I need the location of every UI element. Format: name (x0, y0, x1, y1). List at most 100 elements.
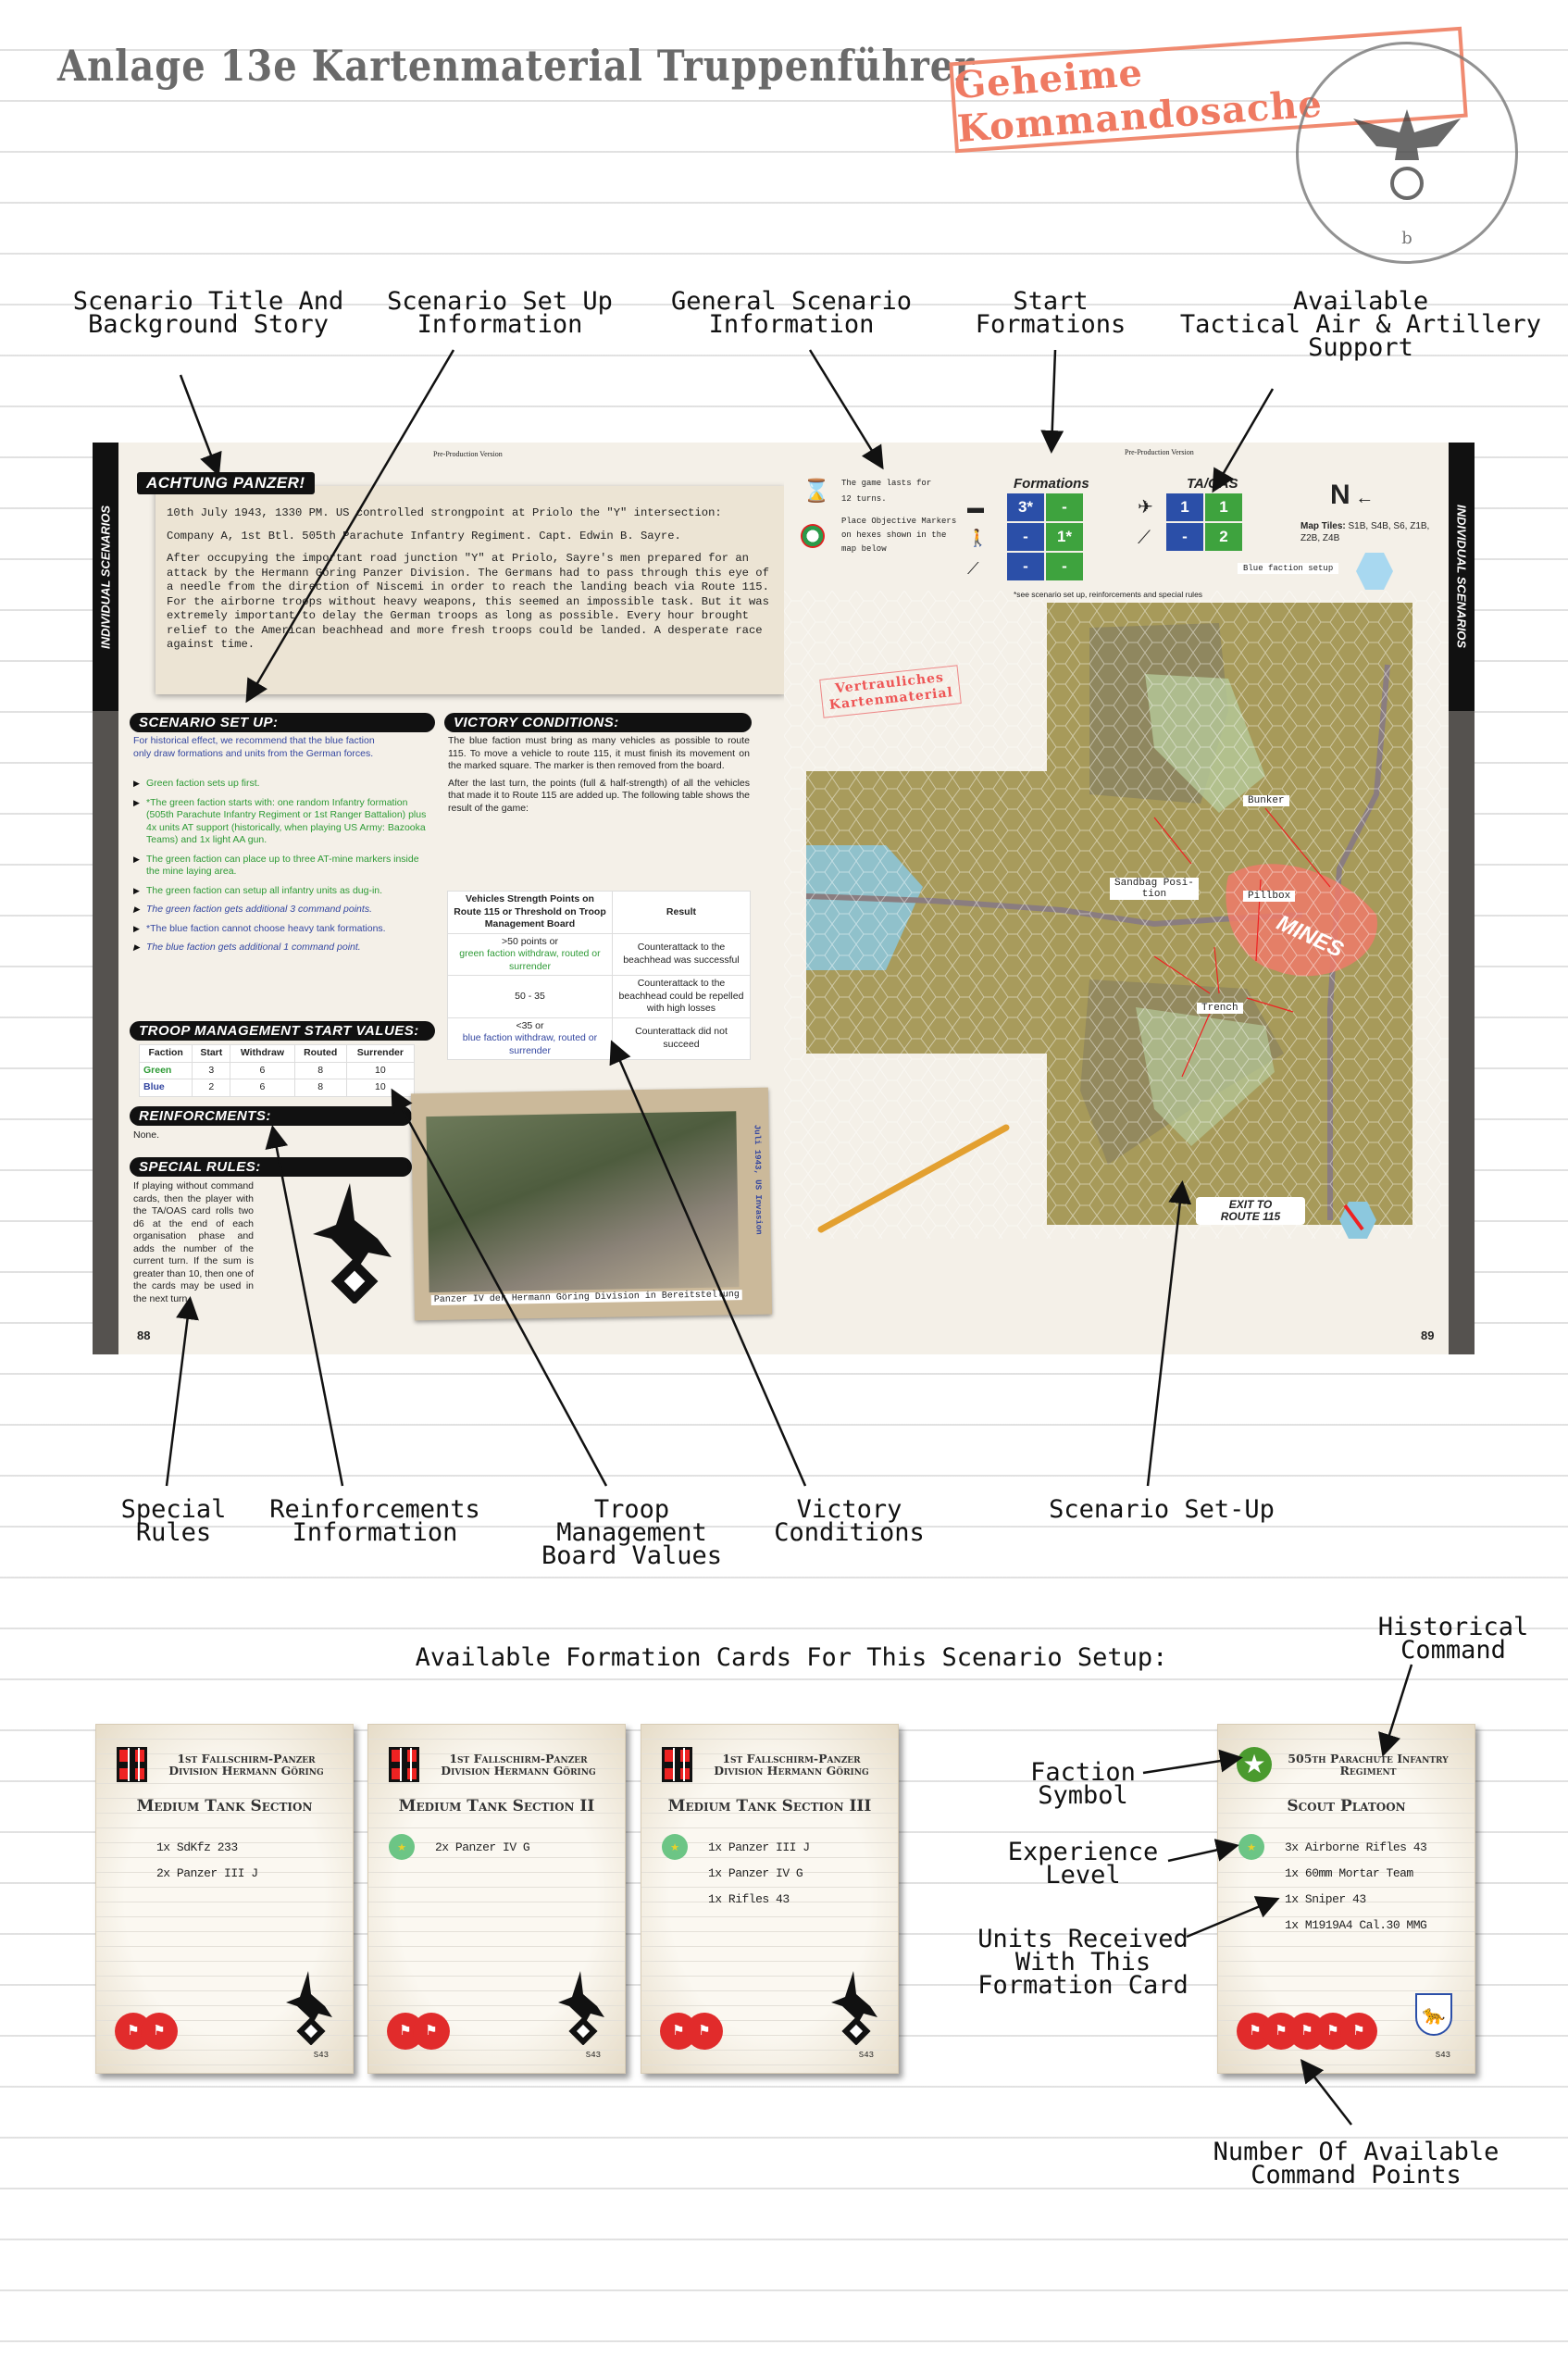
value-cell: 10 (345, 1079, 416, 1097)
annotation-start-formations: Start Formations (975, 287, 1126, 339)
troop-header: Troop Management Start Values: (130, 1021, 435, 1041)
tank-icon: ▬ (967, 498, 984, 517)
card-units: 2x Panzer IV G (435, 1840, 530, 1866)
formation-card: 1st Fallschirm-Panzer Division Hermann G… (95, 1724, 354, 2074)
table-header: Routed (293, 1044, 347, 1063)
card-code: S43 (1435, 2051, 1450, 2060)
victory-table: Vehicles Strength Points on Route 115 or… (447, 891, 752, 1060)
scenario-title: Achtung Panzer! (137, 472, 315, 494)
result-cell: Counterattack to the beachhead could be … (611, 975, 752, 1018)
north-label: N (1330, 480, 1350, 510)
story-box: 10th July 1943, 1330 PM. US controlled s… (156, 486, 785, 694)
experience-icon: ★ (662, 1834, 688, 1860)
victory-header: Victory Conditions: (444, 713, 752, 732)
map-label-pillbox: Pillbox (1243, 891, 1296, 902)
command-point-icon: ⚑ (141, 2013, 178, 2050)
unit-item: 1x Sniper 43 (1285, 1892, 1366, 1906)
blue-count-box: 1 (1166, 493, 1203, 521)
blue-count-box: - (1007, 553, 1044, 580)
blue-count-box: - (1007, 523, 1044, 551)
side-tab-label: INDIVIDUAL SCENARIOS (1449, 443, 1475, 711)
formation-type-icons: ▬🚶⟋ (967, 493, 988, 584)
story-line: 10th July 1943, 1330 PM. US controlled s… (167, 506, 722, 519)
unit-item: 1x Panzer III J (708, 1840, 810, 1854)
command-point-icon: ⚑ (413, 2013, 450, 2050)
balkenkreuz-icon (389, 1747, 419, 1782)
map-pointer-lines (1153, 807, 1331, 1078)
green-count-box: - (1046, 493, 1083, 521)
photo-caption: Panzer IV der Hermann Göring Division in… (430, 1290, 742, 1306)
table-header: Start (192, 1044, 231, 1063)
value-cell: 8 (293, 1079, 347, 1097)
setup-intro: For historical effect, we recommend that… (133, 735, 375, 759)
setup-item: *The green faction starts with: one rand… (133, 797, 429, 847)
arrow-left-icon: ← (1350, 488, 1375, 508)
blue-hex-icon (1356, 553, 1393, 590)
reinforcements-text: None. (133, 1129, 160, 1141)
hex-grid (784, 591, 1449, 1239)
green-count-box: 1 (1205, 493, 1242, 521)
map-tiles-label: Map Tiles: (1300, 521, 1346, 531)
division-eagle-icon (831, 1971, 877, 2045)
label-historical-command: Historical Command (1377, 1613, 1529, 1665)
card-section-title: Medium Tank Section (136, 1797, 313, 1815)
annotation-scenario-setup: Scenario Set-Up (1049, 1495, 1275, 1524)
unit-item: 1x M1919A4 Cal.30 MMG (1285, 1918, 1427, 1932)
blue-count-box: 3* (1007, 493, 1044, 521)
story-body: After occupying the important road junct… (167, 552, 769, 651)
aircraft-icon: ✈ (1138, 497, 1153, 518)
balkenkreuz-icon (662, 1747, 692, 1782)
command-points: ⚑⚑ (660, 2013, 723, 2050)
left-page: Pre-Production Version 10th July 1943, 1… (118, 443, 785, 1354)
blue-count-box: - (1166, 523, 1203, 551)
card-section-title: Scout Platoon (1287, 1797, 1406, 1815)
preprod-label: Pre-Production Version (433, 450, 503, 458)
artillery-icon: ⟋ (1138, 528, 1151, 548)
setup-item: The green faction gets additional 3 comm… (133, 904, 429, 917)
threshold-alt: blue faction withdraw, routed or surrend… (462, 1032, 598, 1056)
rulebook-spread: Pre-Production Version 10th July 1943, 1… (93, 443, 1475, 1354)
annotation-air-artillery: Available Tactical Air & Artillery Suppo… (1179, 287, 1542, 362)
card-code: S43 (313, 2051, 329, 2060)
page-number: 88 (137, 1328, 151, 1342)
setup-item: *The blue faction cannot choose heavy ta… (133, 923, 429, 936)
setup-list: Green faction sets up first. *The green f… (133, 771, 429, 961)
value-cell: 8 (293, 1061, 347, 1079)
annotation-special-rules: Special Rules (120, 1495, 227, 1547)
pen-decoration (817, 1124, 1010, 1233)
unit-item: 2x Panzer III J (156, 1866, 258, 1880)
side-tab-right: INDIVIDUAL SCENARIOS (1449, 443, 1475, 1354)
reinforcements-header: Reinforcments: (130, 1106, 412, 1126)
command-points: ⚑⚑⚑⚑⚑ (1237, 2013, 1377, 2050)
faction-cell: Blue (138, 1079, 193, 1097)
annotation-setup-info: Scenario Set Up Information (387, 287, 613, 339)
threshold-value: <35 or (516, 1019, 544, 1031)
card-code: S43 (585, 2051, 601, 2060)
map-label-trench: Trench (1197, 1003, 1243, 1014)
value-cell: 6 (230, 1061, 295, 1079)
hourglass-icon: ⌛ (803, 479, 830, 504)
experience-icon: ★ (1238, 1834, 1264, 1860)
cards-section-title: Available Formation Cards For This Scena… (415, 1643, 1168, 1672)
table-header: Surrender (345, 1044, 416, 1063)
infantry-icon: 🚶 (967, 529, 989, 547)
objective-marker-icon (801, 524, 825, 548)
setup-item: Green faction sets up first. (133, 778, 429, 791)
turns-text: The game lasts for 12 turns. (841, 479, 932, 504)
grid-row: -- (1006, 552, 1089, 581)
side-tab-left: INDIVIDUAL SCENARIOS (93, 443, 118, 1354)
threshold-value: >50 points or (501, 935, 558, 947)
balkenkreuz-icon (117, 1747, 147, 1782)
unit-crest-icon: 🐆 (1415, 1993, 1452, 2036)
annotation-reinforcements: Reinforcements Information (269, 1495, 480, 1547)
